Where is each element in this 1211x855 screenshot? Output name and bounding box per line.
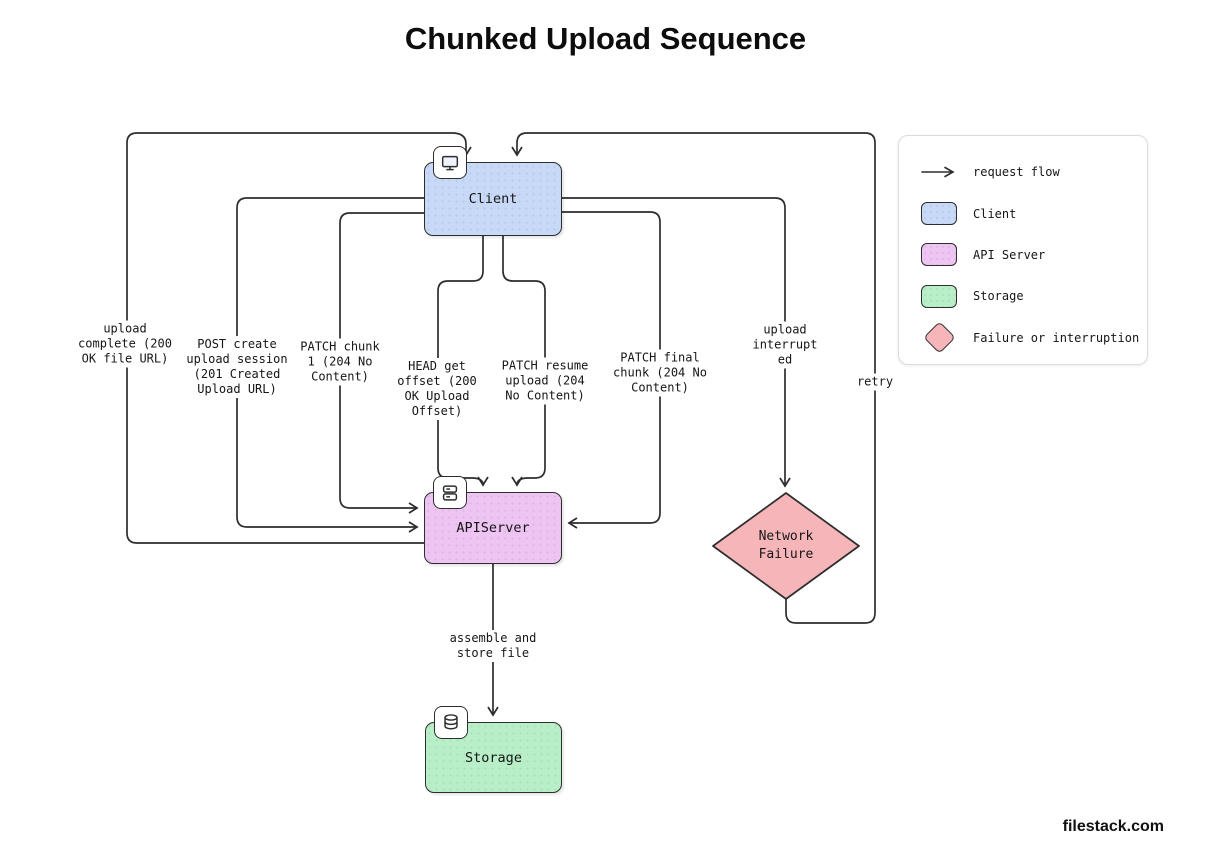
edge-label-patch-resume: PATCH resume upload (204 No Content): [498, 357, 592, 405]
edge-label-patch-final: PATCH final chunk (204 No Content): [610, 349, 710, 397]
filestack-watermark: filestack.com: [1062, 818, 1164, 835]
edge-label-upload-interrupted: upload interrupt ed: [749, 321, 821, 369]
storage-swatch-icon: [919, 284, 959, 308]
edge-label-assemble: assemble and store file: [446, 630, 540, 662]
legend: request flow Client API Server Storage F…: [898, 135, 1148, 365]
database-icon: [434, 706, 468, 739]
failure-swatch-icon: [919, 321, 959, 354]
legend-row-storage: Storage: [919, 281, 1147, 311]
legend-label-failure: Failure or interruption: [973, 330, 1140, 345]
edge-head-get-offset: [437, 235, 489, 487]
monitor-icon: [433, 146, 467, 179]
edge-label-post-create: POST create upload session (201 Created …: [183, 336, 291, 398]
api-server-node-label: APIServer: [456, 520, 530, 536]
legend-label-api-server: API Server: [973, 247, 1046, 262]
storage-node-label: Storage: [465, 749, 522, 766]
legend-row-api-server: API Server: [919, 240, 1147, 270]
client-node-label: Client: [468, 191, 518, 207]
edge-upload-complete: [126, 132, 472, 544]
client-swatch-icon: [919, 202, 959, 226]
legend-row-request-flow: request flow: [919, 157, 1147, 187]
legend-label-storage: Storage: [973, 289, 1024, 304]
server-icon: [433, 476, 467, 509]
request-flow-arrow-icon: [919, 165, 959, 179]
legend-row-failure: Failure or interruption: [919, 321, 1147, 354]
edge-label-retry: retry: [853, 373, 897, 391]
network-failure-node[interactable]: [712, 492, 860, 600]
legend-label-client: Client: [973, 206, 1017, 221]
edge-label-upload-complete: upload complete (200 OK file URL): [75, 320, 175, 368]
legend-row-client: Client: [919, 199, 1147, 229]
page-title: Chunked Upload Sequence: [404, 21, 807, 56]
storage-node[interactable]: Storage: [425, 706, 562, 793]
edge-label-patch-chunk1: PATCH chunk 1 (204 No Content): [297, 338, 383, 386]
edge-patch-resume: [502, 235, 546, 487]
edge-upload-interrupted: [561, 197, 791, 488]
client-node[interactable]: Client: [424, 146, 562, 236]
api-server-swatch-icon: [919, 243, 959, 267]
edge-label-head-get-offset: HEAD get offset (200 OK Upload Offset): [394, 358, 480, 420]
api-server-node[interactable]: APIServer: [424, 476, 562, 564]
network-failure-label: Network Failure: [758, 529, 814, 562]
legend-label-request-flow: request flow: [973, 165, 1060, 180]
